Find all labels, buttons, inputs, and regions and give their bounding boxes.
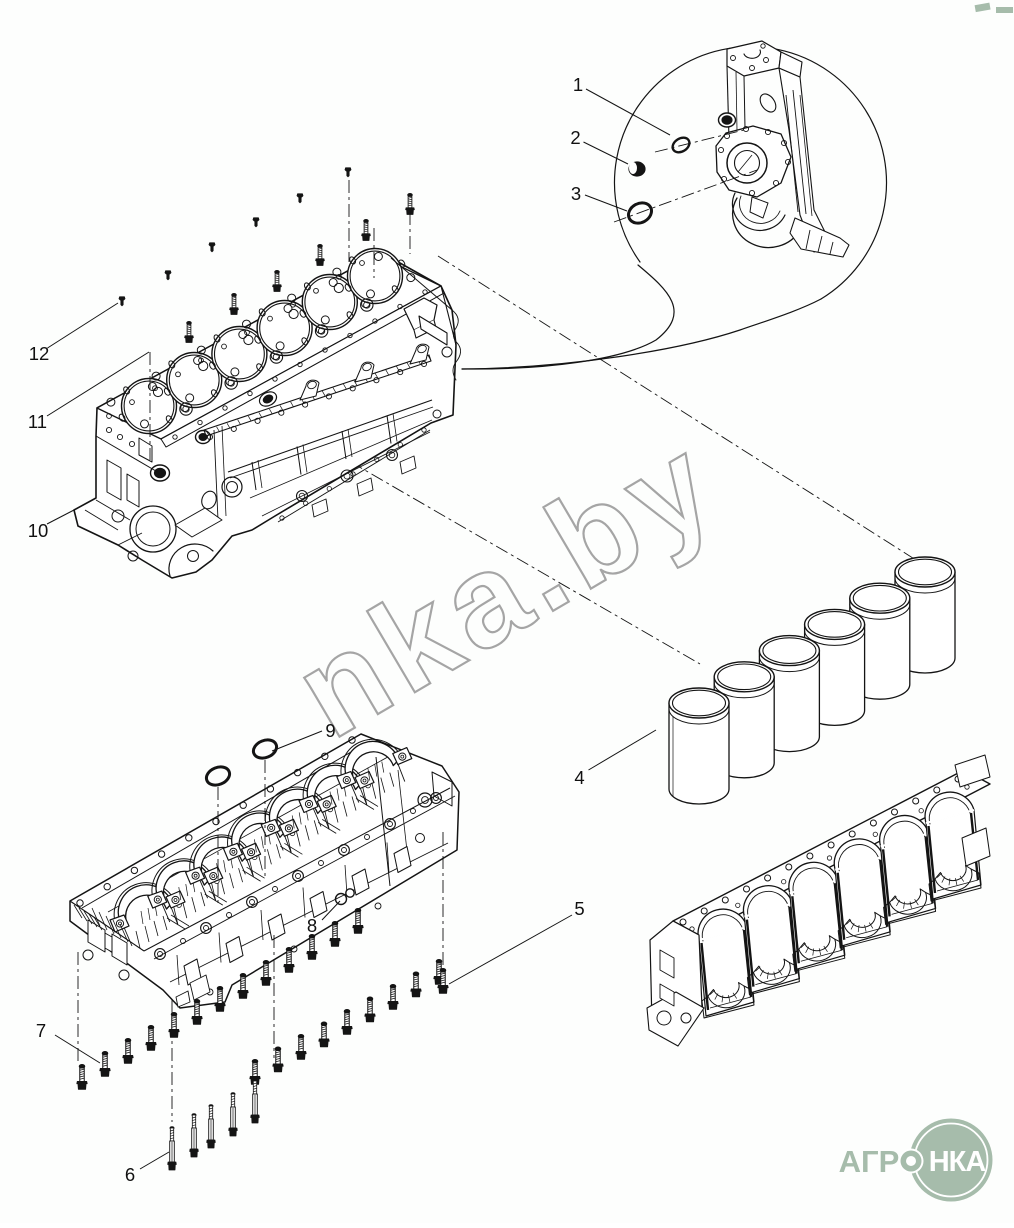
svg-text:5: 5 — [574, 898, 584, 919]
svg-text:6: 6 — [125, 1164, 135, 1185]
svg-text:1: 1 — [573, 74, 583, 95]
svg-text:12: 12 — [29, 343, 50, 364]
svg-text:4: 4 — [574, 767, 584, 788]
svg-text:10: 10 — [28, 520, 49, 541]
svg-text:9: 9 — [325, 720, 335, 741]
svg-text:НКА: НКА — [929, 1146, 987, 1178]
svg-text:8: 8 — [307, 915, 317, 936]
svg-text:АГР: АГР — [839, 1144, 900, 1179]
svg-text:2: 2 — [570, 127, 580, 148]
svg-text:3: 3 — [571, 183, 581, 204]
svg-text:11: 11 — [28, 411, 47, 432]
svg-text:7: 7 — [36, 1020, 46, 1041]
